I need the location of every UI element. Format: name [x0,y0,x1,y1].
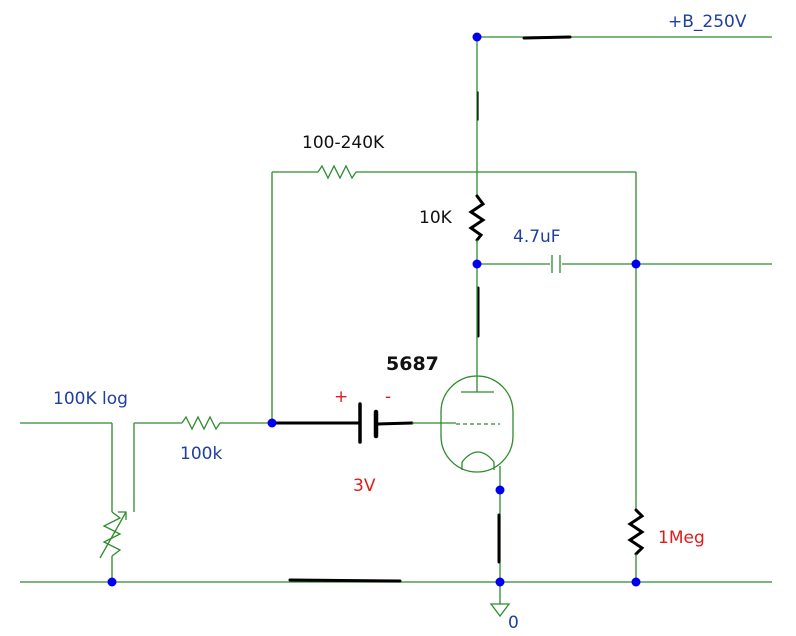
coupling-cap-label: 4.7uF [513,227,561,247]
battery-right-lead [376,421,414,426]
b-plus-pen-mark [522,35,572,40]
node-cathode-ground [495,577,505,587]
node-output [631,259,641,269]
feedback-resistor [317,164,357,180]
grid-leak-resistor [627,508,645,556]
node-pot-ground [107,577,117,587]
ground-label: 0 [508,613,519,633]
input-resistor-label: 100k [180,444,222,464]
node-b-plus [472,32,482,42]
ground-pen-mark [288,578,402,583]
battery-plus: + [334,387,348,407]
pot-wiper-line [99,511,127,559]
battery-value: 3V [353,476,376,496]
tube-5687 [440,375,514,473]
node-cathode [495,485,505,495]
pot-wiper-arrow [118,511,127,520]
pot-label: 100K log [53,389,128,409]
ground-symbol [489,603,511,618]
input-resistor [181,415,221,431]
feedback-resistor-label: 100-240K [302,133,385,153]
plate-resistor-label: 10K [419,208,453,228]
pot-resistor [102,511,122,557]
node-grid-feedback [267,418,277,428]
grid-leak-label: 1Meg [658,528,705,548]
tube-label: 5687 [386,353,439,375]
plate-resistor [468,194,486,242]
node-grid-leak-ground [631,577,641,587]
battery-minus: - [385,387,391,407]
supply-label: +B_250V [668,12,747,32]
node-plate [472,259,482,269]
